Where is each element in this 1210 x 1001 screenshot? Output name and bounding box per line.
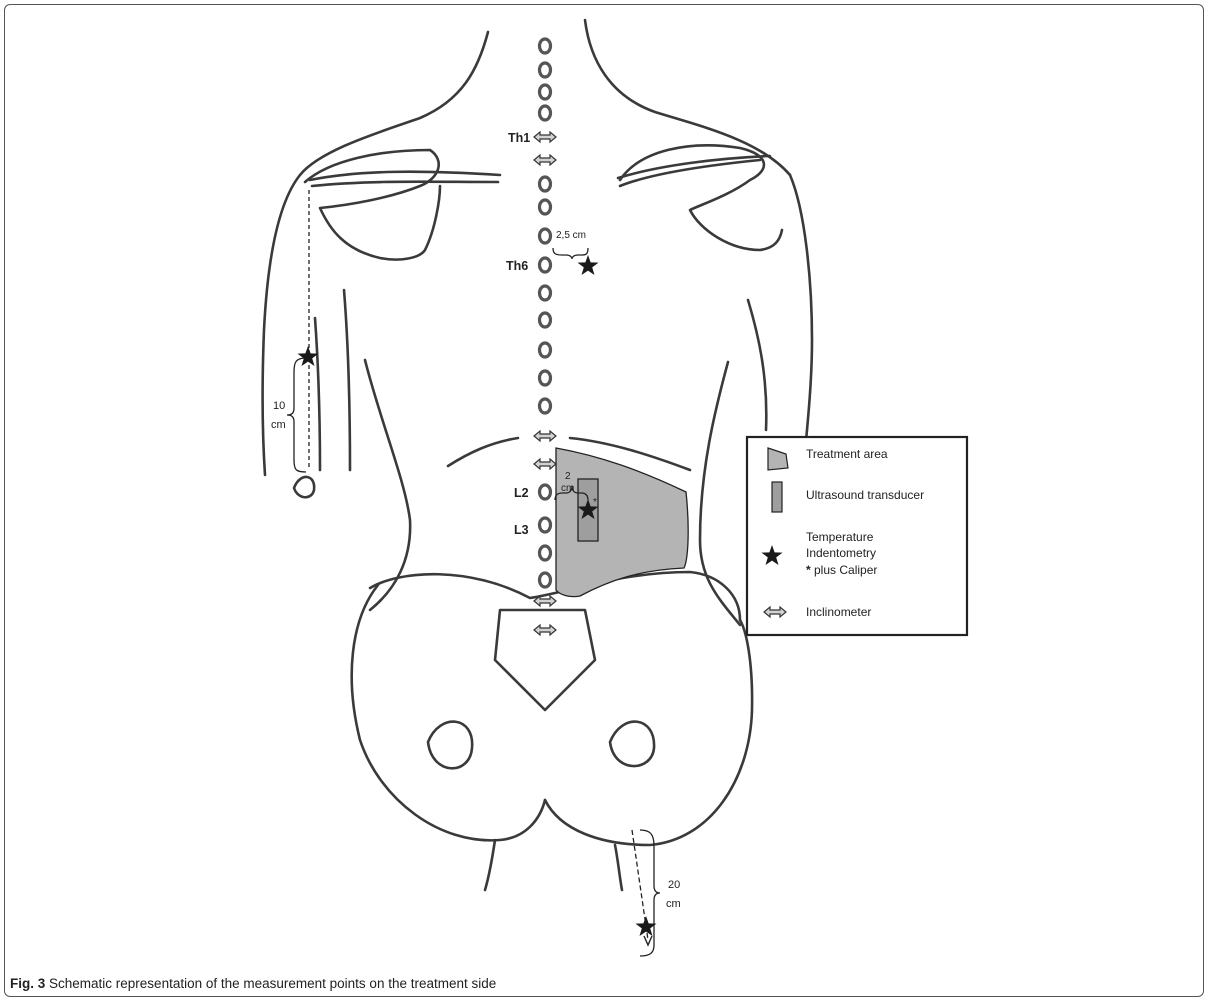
vertebra bbox=[540, 371, 551, 385]
star-icon bbox=[578, 255, 599, 275]
label-l3: L3 bbox=[514, 523, 529, 537]
brace-10cm bbox=[287, 358, 306, 472]
vertebra bbox=[540, 518, 551, 532]
inclinometer-icon bbox=[534, 132, 556, 142]
vertebra bbox=[540, 573, 551, 587]
legend-treatment-area-label: Treatment area bbox=[806, 447, 888, 461]
right-arm-outer bbox=[790, 175, 812, 462]
label-20cm-num: 20 bbox=[668, 879, 680, 891]
legend-caliper-note: * plus Caliper bbox=[806, 563, 877, 577]
inclinometer-icon bbox=[534, 625, 556, 635]
vertebra bbox=[540, 63, 551, 77]
leg-right bbox=[615, 845, 622, 890]
body-outline bbox=[263, 20, 812, 890]
label-th6: Th6 bbox=[506, 259, 528, 273]
ischium-left bbox=[428, 722, 472, 769]
neck-left bbox=[300, 32, 488, 175]
rib-left bbox=[448, 438, 518, 466]
legend-transducer-swatch bbox=[772, 482, 782, 512]
vertebra bbox=[540, 85, 551, 99]
vertebra bbox=[540, 286, 551, 300]
vertebra bbox=[540, 343, 551, 357]
legend-temperature-label: Temperature bbox=[806, 530, 874, 544]
label-2cm-num: 2 bbox=[565, 471, 571, 482]
vertebra bbox=[540, 485, 551, 499]
label-th1: Th1 bbox=[508, 131, 530, 145]
inclinometer-icon bbox=[534, 596, 556, 606]
waist-right bbox=[700, 362, 740, 625]
vertebra bbox=[540, 258, 551, 272]
measurement-stars bbox=[298, 255, 657, 936]
figure-caption: Fig. 3 Schematic representation of the m… bbox=[10, 976, 496, 991]
brace-20cm bbox=[640, 830, 660, 956]
label-20cm-unit: cm bbox=[666, 898, 681, 910]
legend-transducer-label: Ultrasound transducer bbox=[806, 488, 924, 502]
vertebra bbox=[540, 399, 551, 413]
label-caliper-asterisk: * bbox=[593, 497, 597, 508]
vertebra bbox=[540, 229, 551, 243]
vertebra bbox=[540, 106, 551, 120]
vertebra bbox=[540, 39, 551, 53]
pelvis-top bbox=[370, 572, 740, 620]
vertebra bbox=[540, 546, 551, 560]
clavicle-left bbox=[310, 172, 500, 186]
scapula-left bbox=[305, 150, 440, 260]
inclinometer-icon bbox=[534, 155, 556, 165]
legend-caliper-text: plus Caliper bbox=[811, 563, 878, 577]
buttock-right bbox=[545, 620, 752, 845]
legend-inclinometer-label: Inclinometer bbox=[806, 605, 871, 619]
ischium-right bbox=[610, 722, 654, 766]
waist-left bbox=[365, 360, 410, 610]
inclinometer-icon bbox=[534, 431, 556, 441]
caption-label: Fig. 3 bbox=[10, 976, 45, 991]
vertebra bbox=[540, 177, 551, 191]
label-10cm-unit: cm bbox=[271, 419, 286, 431]
buttock-left bbox=[352, 585, 545, 840]
wrist-left bbox=[294, 477, 314, 497]
vertebra bbox=[540, 313, 551, 327]
label-2-5cm: 2,5 cm bbox=[556, 230, 586, 241]
sacrum bbox=[495, 610, 595, 710]
treatment-area bbox=[556, 448, 688, 597]
star-icon bbox=[298, 346, 319, 366]
left-arm-inner bbox=[315, 290, 350, 470]
vertebra bbox=[540, 200, 551, 214]
inclinometer-icon bbox=[534, 459, 556, 469]
spine bbox=[540, 39, 551, 587]
label-2cm-unit: cm bbox=[561, 483, 574, 494]
legend-indentometry-label: Indentometry bbox=[806, 546, 876, 560]
label-l2: L2 bbox=[514, 486, 529, 500]
right-arm-inner bbox=[748, 300, 766, 430]
leg-left bbox=[485, 840, 495, 890]
caption-text: Schematic representation of the measurem… bbox=[45, 976, 496, 991]
neck-right bbox=[585, 20, 790, 175]
brace-2-5cm bbox=[553, 248, 588, 259]
legend: Treatment area Ultrasound transducer Tem… bbox=[747, 437, 967, 635]
label-10cm-num: 10 bbox=[273, 400, 285, 412]
